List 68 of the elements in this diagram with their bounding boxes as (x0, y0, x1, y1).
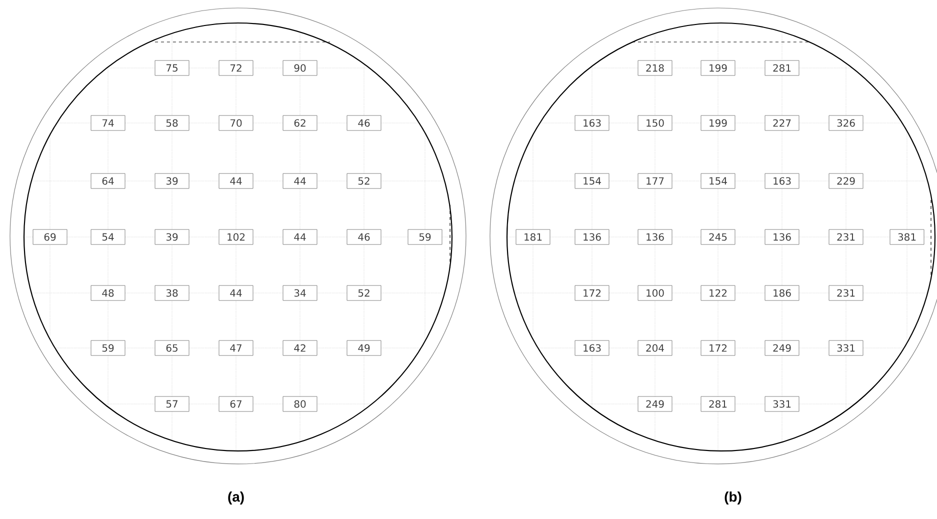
value-box: 381 (890, 229, 924, 245)
value-box: 245 (700, 229, 736, 245)
value-box: 186 (764, 285, 800, 301)
value-box: 136 (574, 229, 610, 245)
value-box: 48 (90, 285, 126, 301)
value-box: 122 (700, 285, 736, 301)
value-box: 47 (218, 340, 254, 356)
value-box: 136 (764, 229, 800, 245)
value-box: 281 (700, 396, 736, 412)
value-box: 59 (408, 229, 442, 245)
value-box: 44 (218, 285, 254, 301)
value-box: 44 (282, 173, 318, 189)
value-box: 67 (218, 396, 254, 412)
value-box: 46 (346, 229, 382, 245)
value-box: 231 (828, 285, 864, 301)
value-box: 100 (638, 285, 672, 301)
panel-label: (a) (228, 491, 244, 504)
value-box: 38 (154, 285, 190, 301)
value-box: 229 (828, 173, 864, 189)
value-box: 249 (638, 396, 672, 412)
value-box: 80 (282, 396, 318, 412)
value-box: 172 (574, 285, 610, 301)
value-box: 64 (90, 173, 126, 189)
value-box: 204 (638, 340, 672, 356)
value-box: 69 (32, 229, 68, 245)
value-box: 218 (638, 60, 672, 76)
value-box: 227 (764, 115, 800, 131)
value-box: 199 (700, 115, 736, 131)
value-box: 249 (764, 340, 800, 356)
value-box: 70 (218, 115, 254, 131)
value-box: 59 (90, 340, 126, 356)
value-box: 90 (282, 60, 318, 76)
value-box: 331 (764, 396, 800, 412)
value-box: 44 (218, 173, 254, 189)
value-box: 52 (346, 173, 382, 189)
value-box: 181 (516, 229, 550, 245)
value-box: 62 (282, 115, 318, 131)
value-box: 163 (574, 340, 610, 356)
value-box: 74 (90, 115, 126, 131)
value-box: 177 (638, 173, 672, 189)
value-box: 163 (574, 115, 610, 131)
value-box: 199 (700, 60, 736, 76)
value-box: 331 (828, 340, 864, 356)
value-box: 57 (154, 396, 190, 412)
value-box: 49 (346, 340, 382, 356)
value-box: 46 (346, 115, 382, 131)
value-box: 281 (764, 60, 800, 76)
value-box: 65 (154, 340, 190, 356)
value-box: 72 (218, 60, 254, 76)
value-box: 39 (154, 229, 190, 245)
value-box: 75 (154, 60, 190, 76)
panel-label: (b) (724, 491, 742, 504)
value-box: 150 (638, 115, 672, 131)
value-box: 52 (346, 285, 382, 301)
value-box: 326 (828, 115, 864, 131)
value-box: 54 (90, 229, 126, 245)
value-box: 163 (764, 173, 800, 189)
value-box: 44 (282, 229, 318, 245)
value-box: 154 (700, 173, 736, 189)
value-box: 58 (154, 115, 190, 131)
value-box: 34 (282, 285, 318, 301)
value-box: 154 (574, 173, 610, 189)
value-box: 172 (700, 340, 736, 356)
value-box: 231 (828, 229, 864, 245)
value-box: 39 (154, 173, 190, 189)
value-box: 42 (282, 340, 318, 356)
value-box: 102 (218, 229, 254, 245)
value-box: 136 (638, 229, 672, 245)
